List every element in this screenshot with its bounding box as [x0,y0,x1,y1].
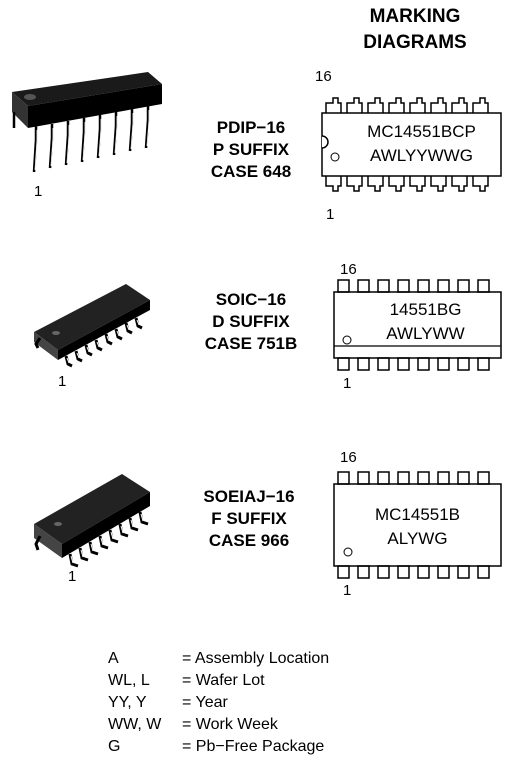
title-line-1: MARKING [369,6,461,27]
legend-key: WL, L [108,672,150,689]
soic-marking-text: 14551BG AWLYWW [350,298,501,346]
soeiaj-package-illustration [34,474,150,568]
package-case: CASE 966 [208,531,290,550]
package-case: CASE 648 [210,162,292,181]
legend-key: WW, W [108,716,162,733]
pdip-marking-pin16-label: 16 [315,68,332,85]
soeiaj-package-pin1-label: 1 [68,568,77,585]
package-name: SOIC−16 [215,290,287,309]
legend-value: = Assembly Location [182,650,330,667]
pdip-marking-text: MC14551BCP AWLYYWWG [342,120,501,168]
pdip-package-label: PDIP−16 P SUFFIX CASE 648 [186,117,316,183]
soeiaj-marking-text: MC14551B ALYWG [334,503,501,551]
package-suffix: D SUFFIX [212,312,290,331]
legend-value: = Year [182,694,228,711]
soic-package-illustration [34,284,150,368]
legend-key: A [108,650,119,667]
marking-diagrams-title: MARKING DIAGRAMS [330,4,500,56]
marking-line-2: AWLYWW [386,324,465,343]
title-line-2: DIAGRAMS [363,32,467,53]
marking-line-1: 14551BG [389,300,462,319]
soeiaj-package-label: SOEIAJ−16 F SUFFIX CASE 966 [184,486,314,552]
soic-marking-pin16-label: 16 [340,261,357,278]
pdip-marking-pin1-label: 1 [326,206,335,223]
legend-value: = Work Week [182,716,278,733]
legend-value: = Pb−Free Package [182,738,325,755]
soic-package-pin1-label: 1 [58,373,67,390]
soic-package-label: SOIC−16 D SUFFIX CASE 751B [186,289,316,355]
marking-line-2: ALYWG [387,529,448,548]
legend-key: YY, Y [108,694,147,711]
soic-marking-diagram [333,279,502,371]
package-suffix: P SUFFIX [212,140,290,159]
soic-marking-pin1-label: 1 [343,375,352,392]
marking-line-1: MC14551B [374,505,461,524]
package-name: SOEIAJ−16 [203,487,295,506]
package-case: CASE 751B [204,334,298,353]
package-name: PDIP−16 [216,118,286,137]
pdip-marking-diagram [321,97,502,192]
marking-line-2: AWLYYWWG [370,146,473,165]
pdip-package-pin1-label: 1 [34,183,43,200]
soeiaj-marking-pin1-label: 1 [343,582,352,599]
pdip-package-illustration [12,72,162,173]
soeiaj-marking-diagram [333,471,502,579]
legend-key: G [108,738,121,755]
legend-value: = Wafer Lot [182,672,265,689]
marking-line-1: MC14551BCP [367,122,476,141]
package-suffix: F SUFFIX [211,509,287,528]
soeiaj-marking-pin16-label: 16 [340,449,357,466]
